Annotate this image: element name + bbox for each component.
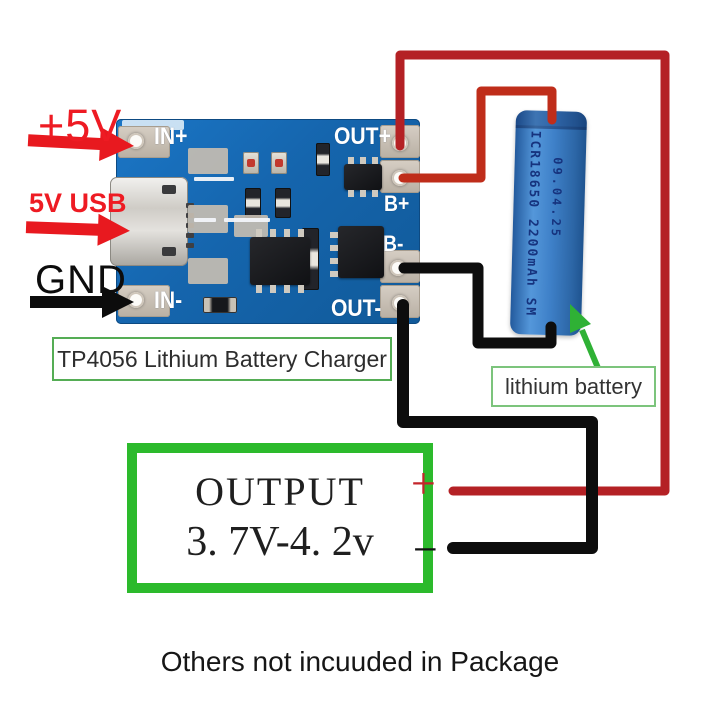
output-range: 3. 7V-4. 2v [186, 519, 374, 565]
solder-pad-3 [188, 258, 228, 284]
battery-arrow-icon [570, 304, 591, 333]
silkscreen-line [194, 218, 216, 222]
pin-label-in-plus: IN+ [154, 123, 188, 150]
resistor-2 [275, 188, 291, 218]
ic-protection [330, 226, 384, 278]
resistor-3 [316, 143, 330, 176]
battery-pointer-line [579, 328, 601, 370]
pin-label-in-minus: IN- [154, 287, 183, 314]
usb-latch-bottom [162, 247, 176, 256]
output-title: OUTPUT [195, 469, 365, 514]
plus-terminal: + [411, 459, 436, 508]
usb-latch-top [162, 185, 176, 194]
gnd-arrow-icon [30, 286, 134, 318]
usb-pin [186, 233, 194, 238]
silkscreen-line [194, 177, 234, 181]
pin-label-b-plus: B+ [384, 191, 410, 216]
led-charge [243, 152, 259, 174]
minus-terminal: − [413, 525, 438, 574]
ic-tp4056 [250, 229, 310, 293]
usb-input-label: 5V USB [29, 188, 127, 218]
ic-mosfet [344, 157, 382, 197]
resistor-1 [245, 188, 261, 218]
wire-out-minus [397, 299, 598, 554]
battery-caption-box: lithium battery [491, 366, 656, 407]
module-caption: TP4056 Lithium Battery Charger [57, 345, 387, 372]
battery-caption: lithium battery [505, 373, 642, 399]
footer-caption: Others not incuuded in Package [160, 646, 560, 677]
plus5v-label: +5V [38, 100, 123, 151]
plus5v-arrow-icon [27, 127, 134, 162]
solder-pad-1 [188, 148, 228, 174]
led-full [271, 152, 287, 174]
pin-label-b-minus: B- [383, 231, 404, 256]
output-box: OUTPUT 3. 7V-4. 2v [127, 443, 433, 593]
usb-arrow-icon [25, 213, 130, 246]
wire-b-minus [398, 262, 557, 349]
hole-in-minus [128, 292, 144, 308]
charger-module-board: IN+ IN- OUT+ B+ B- OUT- [110, 119, 420, 324]
pin-label-out-plus: OUT+ [334, 123, 391, 150]
pcb-edge-gloss [122, 120, 184, 130]
gnd-label: GND [35, 258, 127, 302]
resistor-221 [203, 297, 237, 313]
wire-b-plus [398, 86, 557, 183]
pin-label-out-minus: OUT- [331, 295, 382, 322]
silkscreen-line [224, 218, 270, 222]
usb-pin [186, 243, 194, 248]
module-caption-box: TP4056 Lithium Battery Charger [52, 337, 392, 381]
